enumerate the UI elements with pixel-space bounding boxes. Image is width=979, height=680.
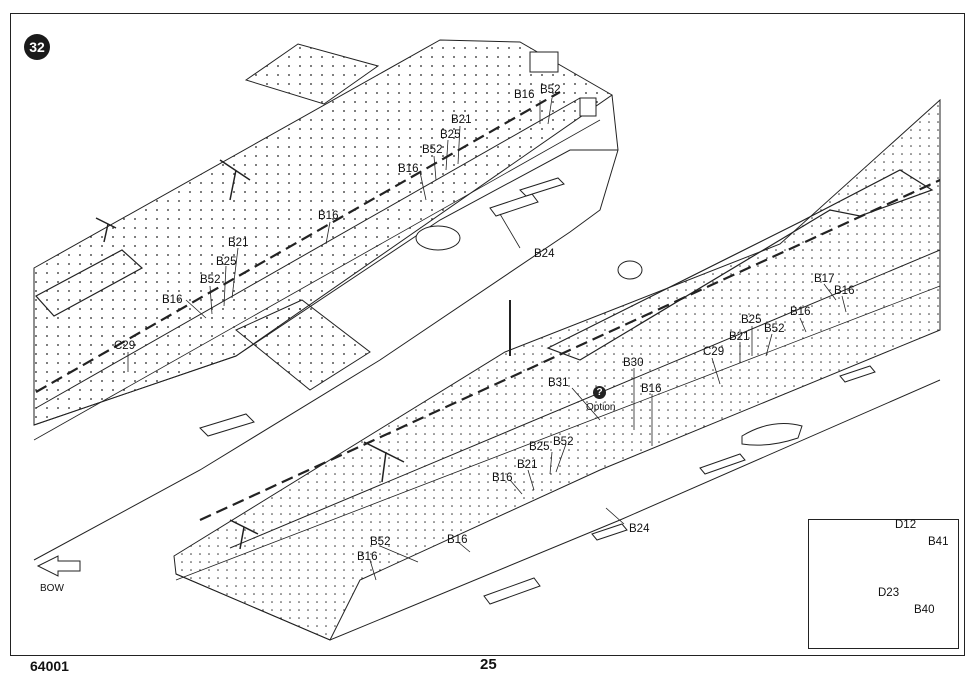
- upper-lift-platform: [235, 299, 371, 391]
- inset-label-b40: B40: [914, 604, 935, 616]
- upper-hull: [33, 39, 619, 561]
- lower-leader-lines: [369, 283, 847, 581]
- callout-b16: B16: [790, 306, 811, 318]
- bow-label: BOW: [40, 583, 64, 594]
- callout-b25: B25: [440, 129, 461, 141]
- callout-b52: B52: [764, 323, 785, 335]
- callout-b21: B21: [517, 459, 538, 471]
- callout-b16: B16: [357, 551, 378, 563]
- callout-b52: B52: [370, 536, 391, 548]
- option-label: Option: [586, 402, 616, 413]
- callout-c29: C29: [703, 346, 725, 358]
- option-marker-icon: ?: [593, 386, 606, 399]
- page-frame: [10, 13, 965, 656]
- callout-b16: B16: [162, 294, 183, 306]
- callout-b16: B16: [318, 210, 339, 222]
- callout-b21: B21: [451, 114, 472, 126]
- callout-b16: B16: [514, 89, 535, 101]
- callout-b24: B24: [629, 523, 650, 535]
- callout-b52: B52: [540, 84, 561, 96]
- upper-elevator: [244, 43, 380, 105]
- callout-b17: B17: [814, 273, 835, 285]
- callout-b16: B16: [641, 383, 662, 395]
- callout-c29: C29: [114, 340, 136, 352]
- callout-b31: B31: [548, 377, 569, 389]
- callout-b25: B25: [529, 441, 550, 453]
- callout-b24: B24: [534, 248, 555, 260]
- callout-b16: B16: [834, 285, 855, 297]
- inset-label-d23: D23: [878, 587, 900, 599]
- parts-inset-panel: [808, 519, 959, 649]
- callout-b30: B30: [623, 357, 644, 369]
- callout-b16: B16: [398, 163, 419, 175]
- callout-b52: B52: [553, 436, 574, 448]
- callout-b25: B25: [741, 314, 762, 326]
- page-number: 25: [480, 656, 497, 673]
- callout-b16: B16: [492, 472, 513, 484]
- upper-leader-lines: [127, 97, 553, 372]
- bow-arrow-icon: [36, 555, 81, 577]
- lower-hull: [173, 98, 941, 641]
- inset-label-b41: B41: [928, 536, 949, 548]
- inset-label-d12: D12: [895, 519, 917, 531]
- callout-b52: B52: [422, 144, 443, 156]
- callout-b25: B25: [216, 256, 237, 268]
- callout-b21: B21: [228, 237, 249, 249]
- step-number-badge: 32: [24, 34, 50, 60]
- catalog-number: 64001: [30, 658, 69, 674]
- callout-b52: B52: [200, 274, 221, 286]
- callout-b21: B21: [729, 331, 750, 343]
- callout-b16: B16: [447, 534, 468, 546]
